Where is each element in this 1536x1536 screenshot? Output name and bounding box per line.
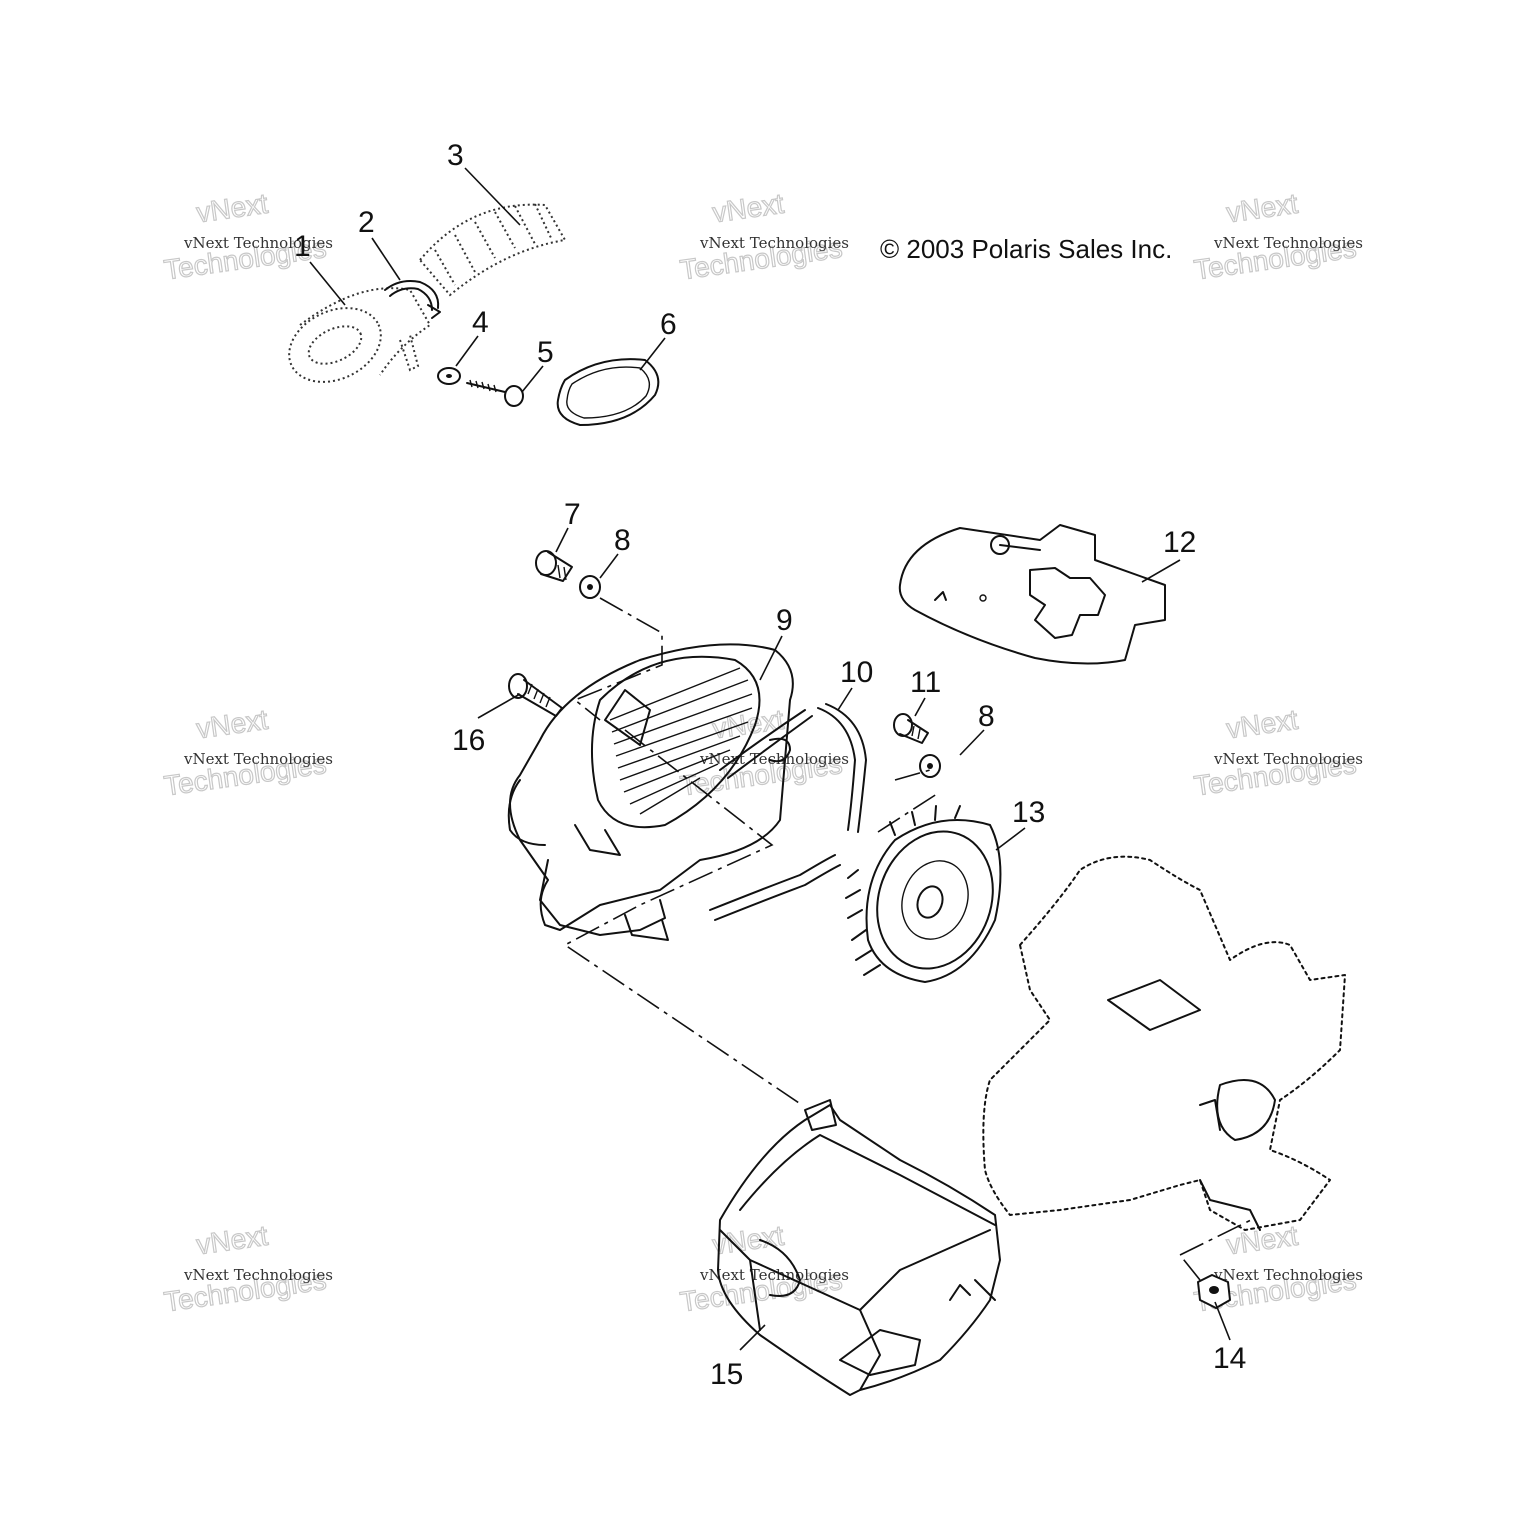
part-nut-14 xyxy=(1197,1274,1231,1309)
part-washer-8a xyxy=(579,575,601,599)
callout-11: 11 xyxy=(910,666,941,699)
callout-12: 12 xyxy=(1163,526,1196,559)
watermark-mid-left: vNext Technologies vNext Technologies xyxy=(161,703,333,802)
copyright-text: © 2003 Polaris Sales Inc. xyxy=(880,234,1172,264)
watermark-vnext: vNext xyxy=(194,188,269,229)
part-cylinder-cover-15 xyxy=(717,1099,1001,1396)
watermark-vnext: vNext xyxy=(710,188,785,229)
part-washer-4 xyxy=(437,367,461,385)
callout-10: 10 xyxy=(840,656,873,689)
part-corrugated-hose xyxy=(418,203,567,297)
callout-6: 6 xyxy=(660,308,677,341)
watermark-vnext: vNext xyxy=(1224,1220,1299,1261)
watermark-vnext: vNext xyxy=(194,1220,269,1261)
part-screw-5 xyxy=(466,379,524,407)
watermark-text: vNext Technologies xyxy=(1213,234,1363,252)
callout-1: 1 xyxy=(294,230,311,263)
watermark-text: vNext Technologies xyxy=(699,1266,849,1284)
watermark-text: vNext Technologies xyxy=(699,234,849,252)
watermark-text: vNext Technologies xyxy=(699,750,849,768)
engine-block xyxy=(982,855,1346,1231)
part-duct xyxy=(288,287,432,383)
part-bolt-11 xyxy=(893,713,929,744)
watermark-text: vNext Technologies xyxy=(183,750,333,768)
callout-2: 2 xyxy=(358,206,375,239)
watermark-text: vNext Technologies xyxy=(183,1266,333,1284)
watermark-text: vNext Technologies xyxy=(183,234,333,252)
watermark-mid-right: vNext Technologies vNext Technologies xyxy=(1191,703,1363,802)
watermark-vnext: vNext xyxy=(1224,188,1299,229)
part-screw-16 xyxy=(508,673,563,717)
part-tube-10 xyxy=(709,703,867,921)
part-fan-shroud-9 xyxy=(507,643,794,941)
part-bolt-7 xyxy=(535,550,573,582)
callout-4: 4 xyxy=(472,306,489,339)
watermark-vnext: vNext xyxy=(710,1220,785,1261)
watermark-top-right: vNext Technologies vNext Technologies xyxy=(1191,187,1363,286)
leader-lines xyxy=(309,167,1231,1351)
part-gasket-ring-6 xyxy=(556,358,660,426)
watermark-vnext: vNext xyxy=(194,704,269,745)
watermark-group: vNext Technologies vNext Technologies vN… xyxy=(161,187,1363,1318)
part-gasket-plate-12 xyxy=(898,524,1166,665)
callout-8a: 8 xyxy=(614,524,631,557)
callout-3: 3 xyxy=(447,139,464,172)
assembly-lines xyxy=(563,597,1256,1281)
watermark-top-mid: vNext Technologies vNext Technologies xyxy=(677,187,849,286)
callout-9: 9 xyxy=(776,604,793,637)
callout-8b: 8 xyxy=(978,700,995,733)
watermark-bottom-left: vNext Technologies vNext Technologies xyxy=(161,1219,333,1318)
callout-7: 7 xyxy=(564,498,581,531)
callout-16: 16 xyxy=(452,724,485,757)
watermark-top-left: vNext Technologies vNext Technologies xyxy=(161,187,333,286)
callout-15: 15 xyxy=(710,1358,743,1391)
part-washer-8b xyxy=(919,754,941,778)
callout-5: 5 xyxy=(537,336,554,369)
callout-13: 13 xyxy=(1012,796,1045,829)
part-hose-clamp xyxy=(384,280,441,319)
watermark-text: vNext Technologies xyxy=(1213,1266,1363,1284)
watermark-vnext: vNext xyxy=(1224,704,1299,745)
watermark-text: vNext Technologies xyxy=(1213,750,1363,768)
callouts: 1 2 3 4 5 6 7 8 9 10 11 8 12 13 14 15 16 xyxy=(294,139,1246,1391)
part-fan-wheel-13 xyxy=(845,805,1002,983)
callout-14: 14 xyxy=(1213,1342,1246,1375)
